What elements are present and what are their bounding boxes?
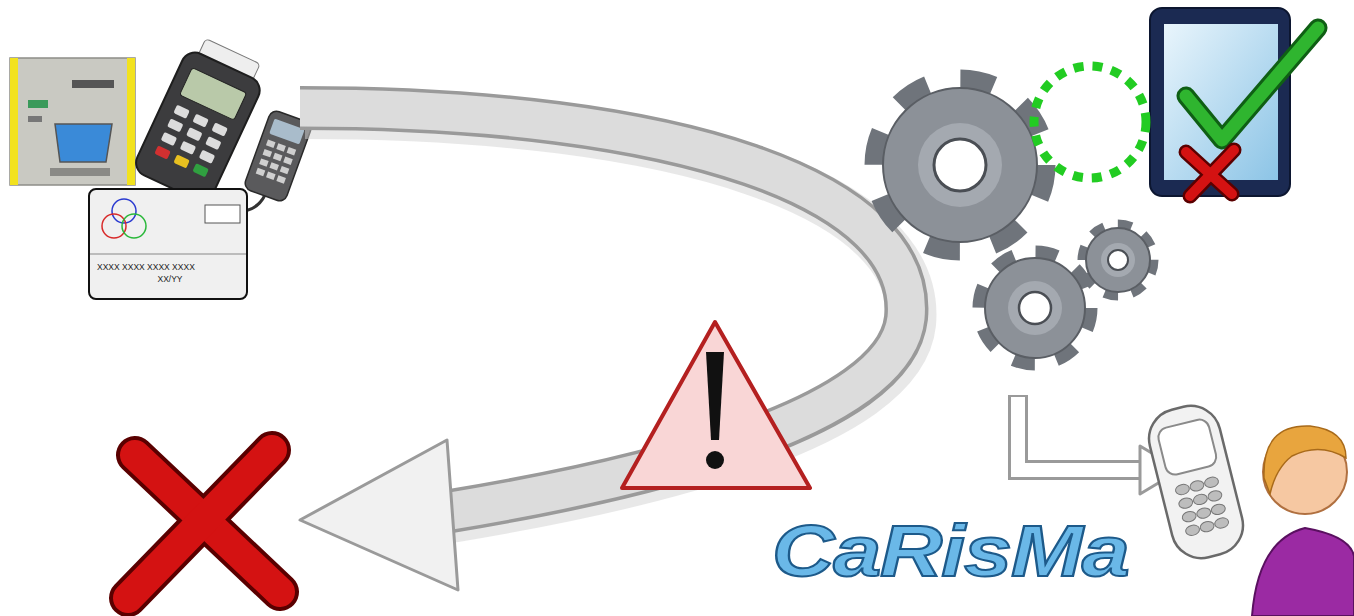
gear-hole bbox=[1019, 292, 1051, 324]
flow-arrow-outline bbox=[300, 108, 906, 512]
key bbox=[161, 132, 177, 146]
exclamation-dot bbox=[706, 451, 724, 469]
warning-triangle bbox=[622, 322, 810, 488]
phone-keys bbox=[1174, 476, 1229, 537]
cancel-key bbox=[154, 146, 170, 160]
gear-teeth bbox=[874, 79, 1046, 251]
card-chip bbox=[205, 205, 240, 223]
terminal-body bbox=[132, 48, 265, 205]
key bbox=[276, 175, 286, 183]
key bbox=[192, 114, 208, 128]
key bbox=[180, 141, 196, 155]
small-gear bbox=[1082, 224, 1154, 296]
atm-tray bbox=[50, 168, 110, 176]
flow-arrow-head bbox=[300, 440, 458, 590]
key bbox=[1189, 479, 1205, 492]
logo-text: CaRisMa bbox=[772, 510, 1129, 592]
gear-teeth bbox=[1082, 224, 1154, 296]
key bbox=[256, 168, 266, 176]
gear-body bbox=[1086, 228, 1150, 292]
key bbox=[1192, 493, 1208, 506]
atm-button bbox=[28, 116, 42, 122]
card-line bbox=[88, 254, 248, 255]
key bbox=[211, 122, 227, 136]
gear-ring bbox=[1008, 281, 1062, 335]
key bbox=[266, 172, 276, 180]
big-gear bbox=[874, 79, 1046, 251]
mobile-phone bbox=[1143, 400, 1250, 565]
atm-stripe bbox=[10, 58, 18, 185]
clear-key bbox=[173, 154, 189, 168]
key bbox=[276, 143, 286, 151]
key bbox=[205, 136, 221, 150]
key bbox=[186, 127, 202, 141]
reject-cross bbox=[128, 450, 272, 598]
key bbox=[259, 158, 269, 166]
gear-body bbox=[883, 88, 1037, 242]
gear-body bbox=[985, 258, 1085, 358]
key bbox=[287, 147, 297, 155]
key bbox=[173, 105, 189, 119]
flow-arrow bbox=[300, 108, 906, 512]
key bbox=[1204, 476, 1220, 489]
key bbox=[1178, 497, 1194, 510]
terminal-screen bbox=[180, 68, 247, 121]
person-body bbox=[1252, 528, 1354, 616]
key bbox=[1207, 489, 1223, 502]
key bbox=[283, 157, 293, 165]
payment-card: XXXX XXXX XXXX XXXX XX/YY bbox=[88, 188, 248, 300]
medium-gear bbox=[979, 252, 1091, 364]
gear-ring bbox=[1101, 243, 1135, 277]
tablet-cross bbox=[1190, 150, 1234, 196]
notify-arrow bbox=[1018, 397, 1144, 470]
check-outline bbox=[1186, 28, 1318, 140]
atm-stripe bbox=[127, 58, 135, 185]
check-mark bbox=[1186, 28, 1318, 140]
gear-ring bbox=[918, 123, 1002, 207]
tablet-frame bbox=[1150, 8, 1290, 196]
gear-teeth bbox=[979, 252, 1091, 364]
key bbox=[1210, 503, 1226, 516]
key bbox=[1174, 483, 1190, 496]
card-number: XXXX XXXX XXXX XXXX bbox=[97, 262, 243, 272]
key bbox=[273, 153, 283, 161]
person-hair bbox=[1264, 426, 1346, 494]
atm-button bbox=[28, 100, 48, 108]
notify-arrow-outline bbox=[1018, 395, 1142, 470]
key bbox=[263, 149, 273, 157]
gear-hole bbox=[934, 139, 986, 191]
card-logo-circle bbox=[122, 214, 146, 238]
enter-key bbox=[192, 163, 208, 177]
card-expiry: XX/YY bbox=[90, 274, 250, 284]
pinpad-keys bbox=[256, 140, 297, 184]
key bbox=[1181, 510, 1197, 523]
key bbox=[167, 118, 183, 132]
key bbox=[199, 150, 215, 164]
key bbox=[1199, 520, 1215, 533]
key bbox=[280, 166, 290, 174]
keypad bbox=[161, 105, 228, 164]
atm-slot bbox=[72, 80, 114, 88]
key bbox=[1196, 507, 1212, 520]
exclamation-bar bbox=[706, 352, 724, 440]
phone-body bbox=[1143, 400, 1250, 565]
pinpad-screen bbox=[269, 119, 305, 145]
key bbox=[269, 162, 279, 170]
dotted-circle bbox=[1034, 66, 1146, 178]
phone-screen bbox=[1156, 417, 1218, 476]
key bbox=[1214, 516, 1230, 529]
atm-body bbox=[10, 58, 135, 185]
gear-hole bbox=[1108, 250, 1128, 270]
key bbox=[266, 140, 276, 148]
atm-screen bbox=[55, 124, 112, 162]
key bbox=[1185, 524, 1201, 537]
